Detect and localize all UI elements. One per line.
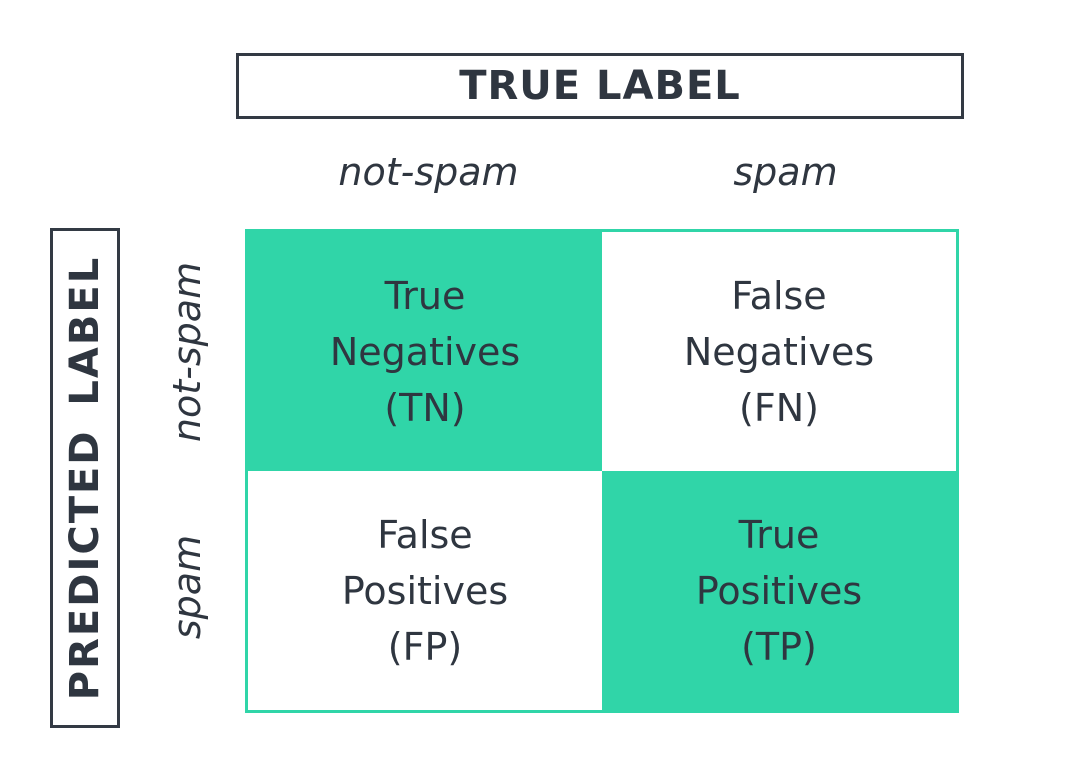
cell-line: True: [384, 273, 466, 318]
cell-line: (FP): [387, 624, 463, 669]
row-header-not-spam: not-spam: [165, 261, 209, 443]
cell-line: (TN): [384, 385, 466, 430]
confusion-matrix: True Negatives (TN) False Negatives (FN)…: [245, 229, 959, 713]
cell-line: Negatives: [683, 329, 875, 374]
true-label-header: TRUE LABEL: [236, 53, 964, 119]
column-header-spam: spam: [733, 150, 838, 194]
cell-false-positives: False Positives (FP): [248, 471, 602, 710]
cell-line: Positives: [695, 568, 863, 613]
true-label-text: TRUE LABEL: [459, 63, 741, 109]
column-header-not-spam: not-spam: [338, 150, 519, 194]
cell-true-positives: True Positives (TP): [602, 471, 956, 710]
cell-line: False: [731, 273, 827, 318]
cell-line: (FN): [739, 385, 819, 430]
cell-line: False: [377, 512, 473, 557]
cell-true-negatives: True Negatives (TN): [248, 232, 602, 471]
cell-line: Negatives: [329, 329, 521, 374]
predicted-label-text: PREDICTED LABEL: [62, 255, 108, 701]
cell-false-negatives: False Negatives (FN): [602, 232, 956, 471]
cell-line: (TP): [741, 624, 817, 669]
predicted-label-header: PREDICTED LABEL: [50, 228, 120, 728]
cell-line: Positives: [341, 568, 509, 613]
row-header-spam: spam: [165, 534, 209, 640]
cell-line: True: [738, 512, 820, 557]
